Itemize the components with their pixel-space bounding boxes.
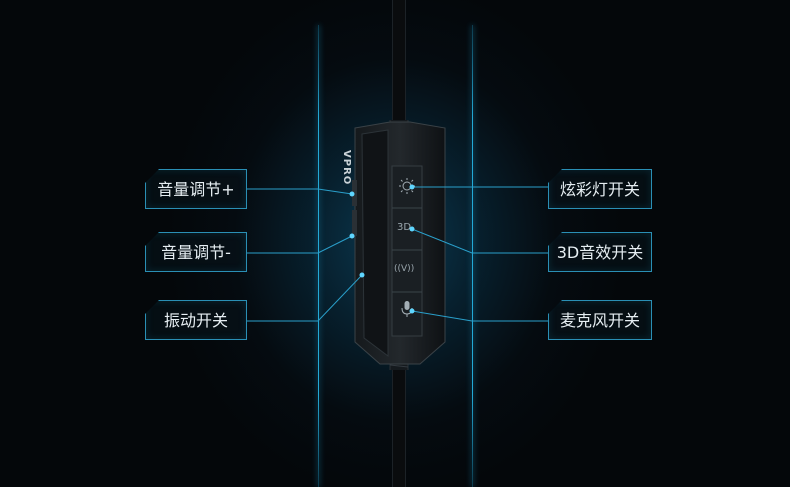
- label-led-switch-text: 炫彩灯开关: [559, 180, 640, 199]
- right-guide-line: [472, 25, 473, 487]
- connector-volume-down: [247, 235, 353, 254]
- connector-mic: [411, 310, 548, 322]
- connector-3d: [411, 228, 548, 254]
- label-volume-down: 音量调节-: [145, 232, 247, 272]
- label-vibration-switch: 振动开关: [145, 300, 247, 340]
- label-led-switch: 炫彩灯开关: [548, 169, 652, 209]
- dot-vibration: [359, 272, 365, 278]
- dot-3d: [409, 226, 415, 232]
- label-mic-switch-text: 麦克风开关: [559, 311, 640, 330]
- connector-vibration: [247, 274, 363, 322]
- dot-volume-down: [349, 233, 355, 239]
- left-guide-line: [318, 25, 319, 487]
- cable-top: [392, 0, 406, 125]
- dot-mic: [409, 308, 415, 314]
- inline-controller: [352, 120, 446, 370]
- vibration-button-label: ((V)): [394, 264, 415, 274]
- label-3d-sound-switch-text: 3D音效开关: [556, 243, 644, 262]
- dot-led: [409, 184, 415, 190]
- connector-volume-up: [247, 188, 353, 195]
- label-mic-switch: 麦克风开关: [548, 300, 652, 340]
- three-d-button-label: 3D: [397, 222, 412, 233]
- label-volume-down-text: 音量调节-: [161, 243, 231, 262]
- label-volume-up-text: 音量调节+: [157, 180, 235, 199]
- label-vibration-switch-text: 振动开关: [163, 311, 228, 330]
- cable-bottom: [392, 360, 406, 487]
- dot-volume-up: [349, 191, 355, 197]
- label-volume-up: 音量调节+: [145, 169, 247, 209]
- label-3d-sound-switch: 3D音效开关: [548, 232, 652, 272]
